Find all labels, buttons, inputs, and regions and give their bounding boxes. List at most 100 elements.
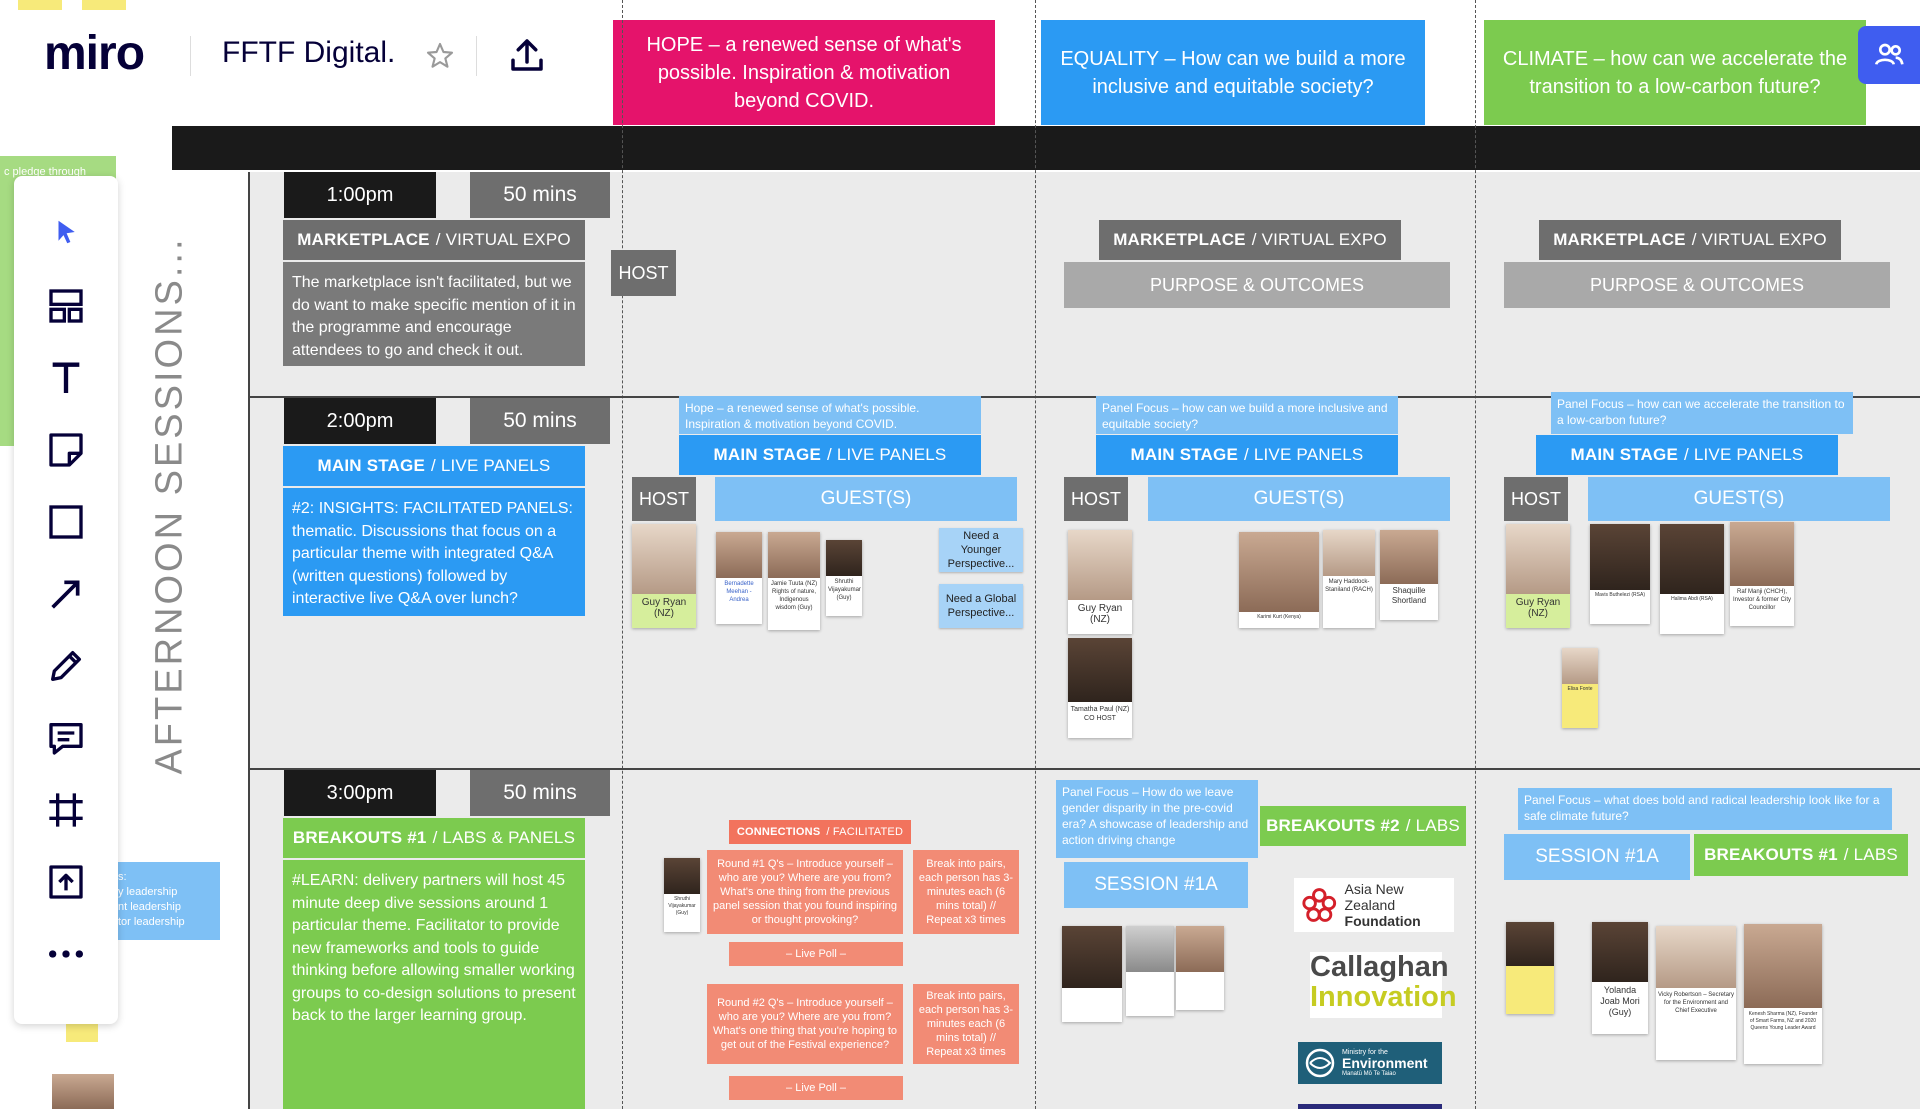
climate-main-stage-header[interactable]: MAIN STAGE/ LIVE PANELS [1536, 435, 1838, 475]
guest-photo [1730, 522, 1794, 586]
text-tool[interactable] [40, 352, 92, 404]
equality-main-stage-header[interactable]: MAIN STAGE/ LIVE PANELS [1096, 435, 1398, 475]
round1-break-instructions[interactable]: Break into pairs, each person has 3-minu… [913, 850, 1019, 934]
frame-tool[interactable] [40, 784, 92, 836]
hope-guests-tag[interactable]: GUEST(S) [715, 477, 1017, 521]
miro-logo[interactable]: miro [44, 27, 145, 80]
collaborators-button[interactable] [1858, 26, 1920, 84]
time-label-3pm[interactable]: 3:00pm [284, 770, 436, 816]
climate-session-1a[interactable]: SESSION #1A [1504, 834, 1690, 880]
asia-nz-logo-line1: Asia New Zealand [1344, 881, 1404, 913]
hope-guest-card-2[interactable]: Jamie Tuuta (NZ) Rights of nature, Indig… [768, 532, 820, 630]
climate-host-card[interactable]: Guy Ryan (NZ) [1506, 524, 1570, 628]
hope-guest-card-3[interactable]: Shruthi Vijayakumar (Guy) [826, 540, 862, 616]
theme-hope-text: HOPE – a renewed sense of what's possibl… [646, 33, 962, 112]
asia-nz-foundation-logo[interactable]: Asia New Zealand Foundation [1294, 878, 1454, 932]
hope-host-tag[interactable]: HOST [632, 477, 696, 521]
comment-tool[interactable] [40, 712, 92, 764]
sticky-global-perspective[interactable]: Need a Global Perspective... [939, 584, 1023, 628]
climate-host-tag[interactable]: HOST [1504, 477, 1568, 521]
hope-host-card[interactable]: Guy Ryan (NZ) [632, 524, 696, 628]
hope-main-stage-header[interactable]: MAIN STAGE/ LIVE PANELS [679, 435, 981, 475]
climate-panel-focus[interactable]: Panel Focus – how can we accelerate the … [1551, 392, 1853, 434]
marketplace-description[interactable]: The marketplace isn't facilitated, but w… [283, 262, 585, 366]
breakouts-description[interactable]: #LEARN: delivery partners will host 45 m… [283, 860, 585, 1109]
climate-purpose-outcomes[interactable]: PURPOSE & OUTCOMES [1504, 262, 1890, 308]
breakouts-header[interactable]: BREAKOUTS #1/ LABS & PANELS [283, 818, 585, 858]
time-label-2pm[interactable]: 2:00pm [284, 398, 436, 444]
equality-breakout-card-1[interactable] [1062, 926, 1122, 1022]
equality-breakout-card-3[interactable] [1176, 926, 1224, 1010]
climate-breakout-card-3[interactable]: Vicky Robertson – Secretary for the Envi… [1656, 926, 1736, 1060]
hope-breakout-person-card[interactable]: Shruthi Vijayakumar (Guy) [664, 858, 700, 932]
more-tool[interactable] [40, 928, 92, 980]
theme-equality-card[interactable]: EQUALITY – How can we build a more inclu… [1041, 20, 1425, 125]
equality-marketplace-header[interactable]: MARKETPLACE/ VIRTUAL EXPO [1099, 220, 1401, 260]
host-photo [632, 524, 696, 594]
arrow-tool[interactable] [40, 568, 92, 620]
equality-guests-tag[interactable]: GUEST(S) [1148, 477, 1450, 521]
host-tag-hope-1pm[interactable]: HOST [611, 250, 676, 296]
sticky-note-tool[interactable] [40, 424, 92, 476]
time-label-1pm[interactable]: 1:00pm [284, 172, 436, 218]
equality-host-card[interactable]: Guy Ryan (NZ) [1068, 530, 1132, 634]
duration-label-2pm[interactable]: 50 mins [470, 398, 610, 444]
round2-questions[interactable]: Round #2 Q's – Introduce yourself – who … [707, 984, 903, 1064]
duration-label-1pm[interactable]: 50 mins [470, 172, 610, 218]
live-poll-1[interactable]: – Live Poll – [729, 942, 903, 966]
star-icon[interactable] [424, 40, 456, 72]
climate-guest-card-2[interactable]: Halima Abdi (RSA) [1660, 524, 1724, 634]
climate-breakout-card-2[interactable]: Yolanda Joab Mori (Guy) [1592, 922, 1648, 1034]
round2-break-instructions[interactable]: Break into pairs, each person has 3-minu… [913, 984, 1019, 1064]
hope-panel-focus[interactable]: Hope – a renewed sense of what's possibl… [679, 396, 981, 434]
equality-guest-card-3[interactable]: Shaquille Shortland [1380, 530, 1438, 620]
offboard-blue-note[interactable]: s: y leadership nt leadership tor leader… [112, 862, 220, 940]
equality-cohost-card[interactable]: Tamatha Paul (NZ) CO HOST [1068, 638, 1132, 738]
equality-panel-focus[interactable]: Panel Focus – how can we build a more in… [1096, 396, 1398, 434]
equality-session-1a[interactable]: SESSION #1A [1064, 862, 1248, 908]
shape-tool[interactable] [40, 496, 92, 548]
main-stage-header[interactable]: MAIN STAGE/ LIVE PANELS [283, 446, 585, 486]
live-poll-2[interactable]: – Live Poll – [729, 1076, 903, 1100]
climate-guest-card-1[interactable]: Mavis Buthelezi (RSA) [1590, 524, 1650, 624]
climate-breakouts-header[interactable]: BREAKOUTS #1/ LABS [1694, 834, 1908, 876]
equality-guest-card-1[interactable]: Karimi Kurt (Kenya) [1239, 532, 1319, 628]
board-title[interactable]: FFTF Digital. [222, 36, 396, 69]
marketplace-header[interactable]: MARKETPLACE/ VIRTUAL EXPO [283, 220, 585, 260]
equality-purpose-outcomes[interactable]: PURPOSE & OUTCOMES [1064, 262, 1450, 308]
guest-photo [1590, 524, 1650, 590]
climate-breakout-card-4[interactable]: Kenesh Sharma (NZ), Founder of Smart Far… [1744, 924, 1822, 1064]
select-tool[interactable] [40, 206, 92, 258]
equality-breakout-focus[interactable]: Panel Focus – How do we leave gender dis… [1056, 780, 1258, 858]
upload-tool[interactable] [40, 856, 92, 908]
connections-header[interactable]: CONNECTIONS/ FACILITATED [729, 820, 911, 844]
offboard-sticky-note[interactable] [18, 0, 62, 10]
climate-marketplace-header[interactable]: MARKETPLACE/ VIRTUAL EXPO [1539, 220, 1841, 260]
climate-breakout-card-1[interactable] [1506, 922, 1554, 1014]
equality-breakouts-header[interactable]: BREAKOUTS #2/ LABS [1260, 806, 1466, 846]
ministry-logo-big: Environment [1342, 1054, 1428, 1071]
round1-questions[interactable]: Round #1 Q's – Introduce yourself – who … [707, 850, 903, 934]
climate-guests-tag[interactable]: GUEST(S) [1588, 477, 1890, 521]
equality-guest-card-2[interactable]: Mary Haddock-Staniland (RACH) [1323, 530, 1375, 628]
templates-tool[interactable] [40, 280, 92, 332]
climate-breakout-focus[interactable]: Panel Focus – what does bold and radical… [1518, 788, 1892, 830]
theme-climate-card[interactable]: CLIMATE – how can we accelerate the tran… [1484, 20, 1866, 125]
pen-tool[interactable] [40, 640, 92, 692]
equality-logo-4-partial[interactable] [1298, 1104, 1442, 1109]
column-divider-hope [622, 0, 623, 1109]
sticky-younger-perspective[interactable]: Need a Younger Perspective... [939, 528, 1023, 572]
equality-host-tag[interactable]: HOST [1064, 477, 1128, 521]
duration-label-3pm[interactable]: 50 mins [470, 770, 610, 816]
offboard-sticky-note[interactable] [82, 0, 126, 10]
offboard-avatar[interactable] [52, 1074, 114, 1109]
climate-guest-card-3[interactable]: Raf Manji (CHCH), Investor & former City… [1730, 522, 1794, 626]
equality-breakout-card-2[interactable] [1126, 926, 1174, 1016]
callaghan-innovation-logo[interactable]: Callaghan Innovation [1310, 952, 1457, 1018]
main-stage-description[interactable]: #2: INSIGHTS: FACILITATED PANELS: themat… [283, 488, 585, 616]
ministry-environment-logo[interactable]: Ministry for the Environment Manatū Mō T… [1298, 1042, 1442, 1084]
upload-icon[interactable] [506, 34, 548, 76]
hope-guest-card-1[interactable]: Bernadette Meehan - Andrea [716, 532, 762, 624]
climate-extra-guest-card[interactable]: Elisa Fonte [1562, 648, 1598, 728]
theme-hope-card[interactable]: HOPE – a renewed sense of what's possibl… [613, 20, 995, 125]
